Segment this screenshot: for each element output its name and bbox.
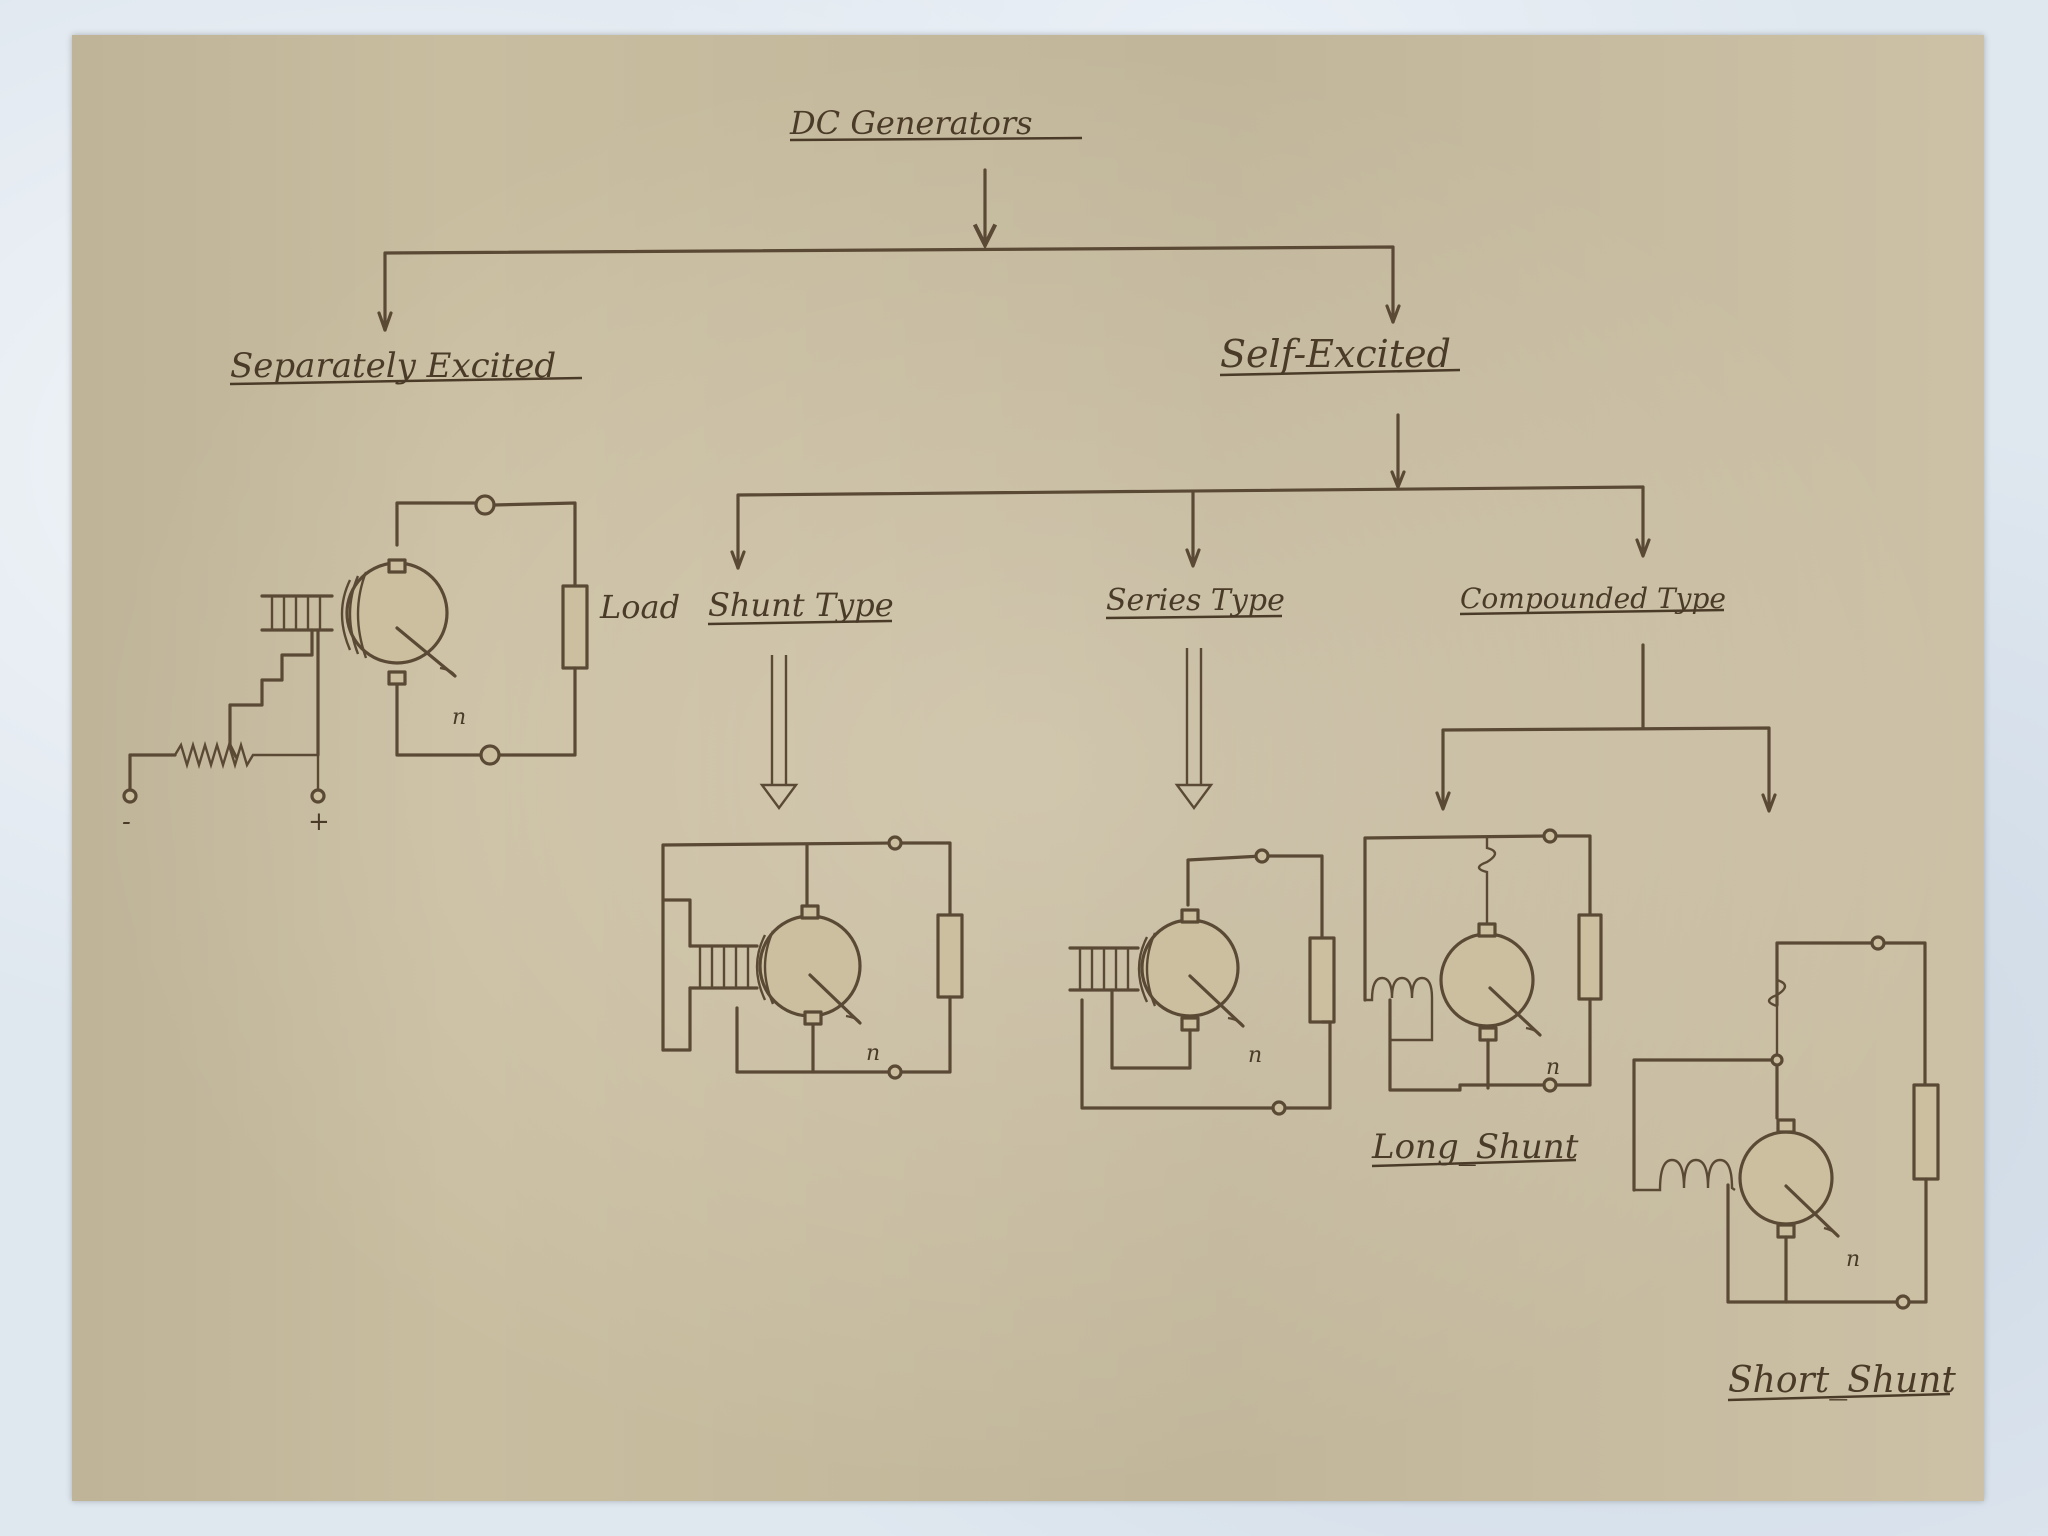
long-shunt-shunt-field — [1365, 976, 1434, 1042]
long-shunt-series-field — [1477, 838, 1497, 925]
shunt-output-terminal-top — [887, 835, 903, 851]
field-rheostat — [173, 740, 320, 790]
supply-terminal-positive — [310, 788, 326, 804]
separately-excited-circuit: n - + — [122, 494, 589, 837]
long-shunt-terminal-bottom — [1542, 1077, 1558, 1093]
shunt-brush-top — [800, 904, 820, 920]
shunt-armature — [758, 914, 862, 1018]
short-shunt-brush-bottom — [1776, 1223, 1796, 1239]
short-shunt-circuit: n — [1632, 935, 1940, 1310]
short-shunt-series-field — [1767, 978, 1787, 1055]
root-label: DC Generators — [789, 104, 1033, 142]
shunt-output-terminal-bottom — [887, 1064, 903, 1080]
positive-sign: + — [308, 807, 330, 837]
short-shunt-speed-symbol: n — [1846, 1247, 1860, 1272]
series-armature — [1140, 918, 1240, 1018]
short-shunt-armature — [1738, 1130, 1834, 1226]
series-type-label: Series Type — [1106, 583, 1285, 618]
shunt-field-coil — [688, 944, 759, 990]
short-shunt-terminal-top — [1870, 935, 1886, 951]
short-shunt-terminal-bottom — [1895, 1294, 1911, 1310]
long-shunt-circuit: n — [1363, 828, 1603, 1093]
shunt-brush-bottom — [803, 1010, 823, 1026]
short-shunt-terminal-mid — [1770, 1053, 1784, 1067]
long-shunt-brush-bottom — [1478, 1026, 1498, 1042]
output-terminal-top — [474, 494, 496, 516]
shunt-type-circuit: n — [661, 835, 964, 1080]
series-brush-bottom — [1180, 1016, 1200, 1032]
negative-sign: - — [122, 807, 131, 837]
load-label: Load — [599, 588, 680, 626]
brush-bottom — [387, 670, 407, 686]
long-shunt-terminal-top — [1542, 828, 1558, 844]
shunt-type-label: Shunt Type — [708, 586, 894, 624]
shunt-double-arrow — [759, 655, 799, 811]
paper-sheet — [72, 35, 1984, 1501]
short-shunt-shunt-field — [1634, 1158, 1736, 1192]
speed-symbol: n — [452, 705, 466, 730]
series-output-terminal-bottom — [1271, 1100, 1287, 1116]
long-shunt-speed-symbol: n — [1546, 1055, 1560, 1080]
long-shunt-armature — [1439, 932, 1535, 1028]
series-speed-symbol: n — [1248, 1043, 1262, 1068]
short-shunt-load-resistor — [1912, 1083, 1940, 1181]
series-output-terminal-top — [1254, 848, 1270, 864]
supply-terminal-negative — [122, 788, 138, 804]
series-brush-top — [1180, 908, 1200, 924]
tree-connectors — [377, 168, 1777, 813]
output-terminal-bottom — [479, 744, 501, 766]
field-coil — [260, 594, 334, 632]
series-type-circuit: n — [1068, 848, 1336, 1116]
series-double-arrow — [1174, 648, 1214, 811]
shunt-load-resistor — [936, 913, 964, 999]
brush-top — [387, 558, 407, 574]
long-shunt-brush-top — [1477, 922, 1497, 938]
self-excited-label: Self-Excited — [1220, 332, 1451, 376]
shunt-speed-symbol: n — [866, 1041, 880, 1066]
series-load-resistor — [1308, 936, 1336, 1024]
series-field-coil — [1068, 946, 1140, 992]
labels: DC Generators Separately Excited Self-Ex… — [229, 104, 1956, 1402]
long-shunt-load-resistor — [1577, 913, 1603, 1001]
short-shunt-brush-top — [1776, 1118, 1796, 1134]
load-resistor — [561, 584, 589, 670]
